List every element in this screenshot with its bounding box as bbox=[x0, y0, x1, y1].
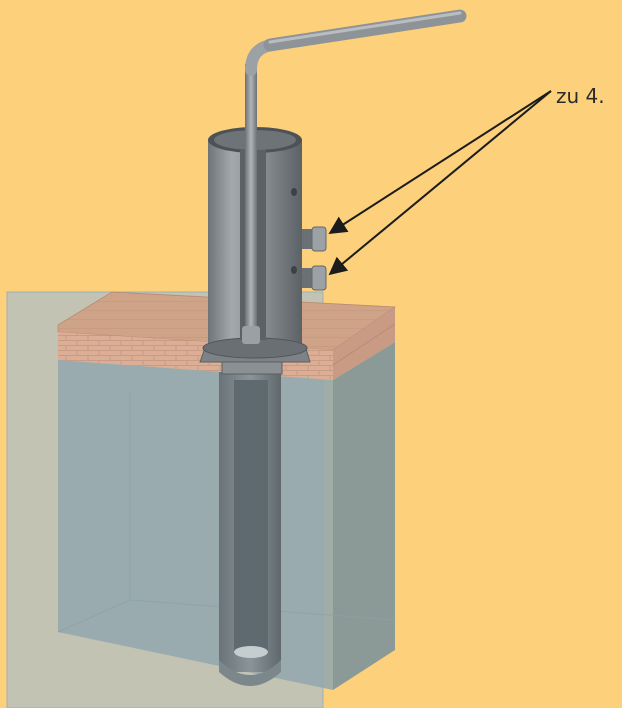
arrow-icon bbox=[328, 90, 552, 276]
lock-bolt-icon bbox=[302, 226, 327, 252]
ground-sleeve-bottom bbox=[219, 660, 281, 686]
tube-hole-1 bbox=[291, 188, 297, 196]
handle-rod-vertical bbox=[245, 64, 257, 342]
block-inner-edges bbox=[57, 392, 396, 633]
callout-label: zu 4. bbox=[556, 84, 605, 108]
brick-layer-side bbox=[333, 307, 395, 380]
ground-sleeve-interior bbox=[234, 380, 268, 654]
sleeve-floor bbox=[234, 646, 268, 658]
soil-block-front bbox=[58, 360, 333, 690]
arrow-icon bbox=[328, 90, 552, 234]
handle-rod-foot bbox=[242, 326, 260, 344]
tube-hole-2 bbox=[291, 266, 297, 274]
flange-clamp bbox=[221, 361, 283, 375]
lock-bolt-icon bbox=[302, 265, 327, 291]
handle-rod-horizontal bbox=[263, 9, 467, 52]
soil-block-side bbox=[333, 342, 395, 690]
